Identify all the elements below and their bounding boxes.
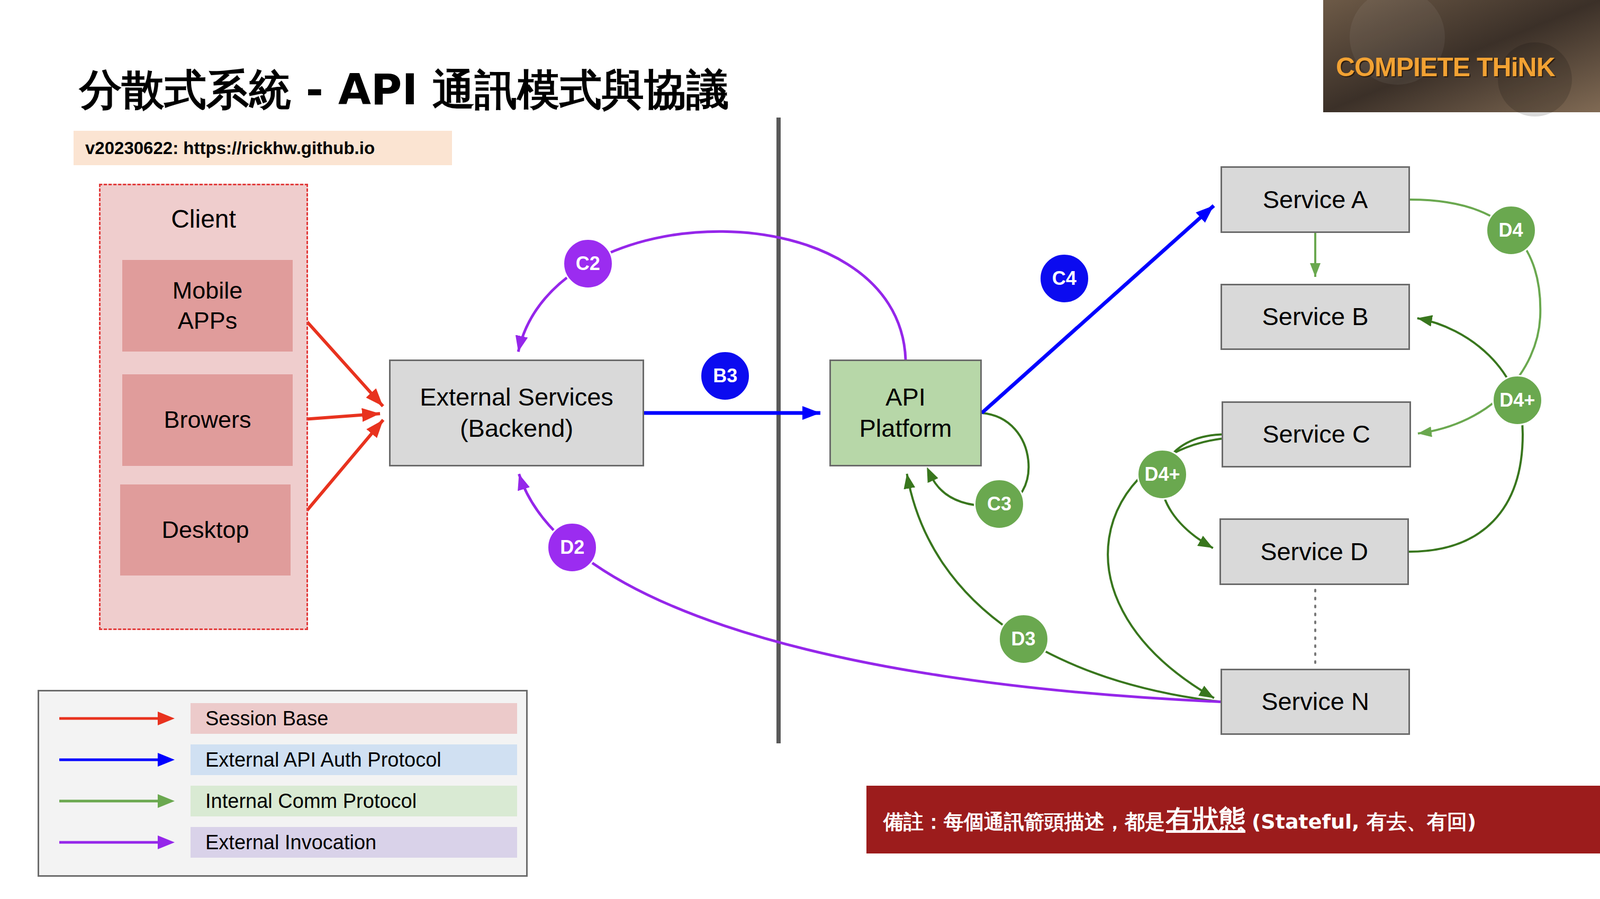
client-box: Desktop xyxy=(120,484,291,576)
connector xyxy=(644,411,821,415)
connector xyxy=(519,473,1221,702)
legend-entry: Session Base xyxy=(190,702,518,734)
callout-text: D3 xyxy=(1011,627,1036,650)
node-text: Service A xyxy=(1262,185,1369,214)
legend-sample-head xyxy=(157,793,175,808)
legend-sample xyxy=(59,799,161,803)
legend-sample-head xyxy=(157,711,175,726)
connector xyxy=(981,205,1214,413)
service-box: Service B xyxy=(1220,283,1410,350)
node-text: 備註：每個通訊箭頭描述，都是 xyxy=(883,809,1165,834)
legend-text: External Invocation xyxy=(205,830,377,854)
callout-number: B3 xyxy=(699,350,751,402)
legend-entry: Internal Comm Protocol xyxy=(190,785,518,817)
node-text: (Stateful, 有去、有回) xyxy=(1251,809,1477,834)
text-wrap: Service D xyxy=(1260,536,1369,568)
client-box: Mobile APPs xyxy=(122,259,293,352)
legend-text: Internal Comm Protocol xyxy=(205,789,417,812)
continuation-dots xyxy=(1314,589,1317,666)
connector xyxy=(1314,232,1317,277)
connector xyxy=(518,231,906,360)
node-text: Service N xyxy=(1261,686,1370,716)
callout-text: C3 xyxy=(987,492,1012,515)
legend-sample xyxy=(59,841,161,844)
node-text: Desktop xyxy=(161,516,249,544)
platform-box: API Platform xyxy=(829,359,982,467)
legend-box: Session BaseExternal API Auth ProtocolIn… xyxy=(37,689,528,877)
service-box: Service A xyxy=(1220,166,1410,233)
legend-sample xyxy=(59,758,161,762)
text-wrap: Service A xyxy=(1262,184,1369,216)
legend-text: External API Auth Protocol xyxy=(205,748,442,771)
text-wrap: External Services (Backend) xyxy=(408,381,626,445)
callout-text: C2 xyxy=(575,252,601,275)
service-box: Service N xyxy=(1220,668,1410,735)
text-wrap: Service B xyxy=(1261,301,1369,333)
callout-number: D2 xyxy=(546,521,598,573)
callout-number: C2 xyxy=(562,238,614,289)
legend-entry: External API Auth Protocol xyxy=(190,744,518,775)
node-text: Mobile APPs xyxy=(172,276,243,334)
service-box: Service D xyxy=(1219,518,1409,585)
node-text: Client xyxy=(170,204,237,233)
boundary-divider xyxy=(776,117,781,744)
callout-number: D4 xyxy=(1485,204,1537,256)
callout-text: B3 xyxy=(712,364,738,387)
node-text: API Platform xyxy=(859,382,953,442)
node-text: Service B xyxy=(1261,302,1369,331)
legend-entry: External Invocation xyxy=(190,826,518,858)
text-wrap: Service C xyxy=(1262,418,1371,450)
callout-number: D4+ xyxy=(1492,374,1543,426)
logo-watermark: COMPIETE THiNK xyxy=(1335,51,1556,83)
process-box: External Services (Backend) xyxy=(389,359,645,467)
service-box: Service C xyxy=(1221,401,1412,468)
callout-text: D4 xyxy=(1498,219,1524,242)
client-group: ClientMobile APPsBrowersDesktop xyxy=(98,183,309,630)
text-wrap: v20230622: https://rickhw.github.io xyxy=(85,137,375,159)
legend-sample xyxy=(59,717,161,720)
client-box: Browers xyxy=(122,374,293,466)
callout-text: D4+ xyxy=(1144,463,1181,486)
text-wrap: Mobile APPs xyxy=(157,275,258,336)
connector xyxy=(906,473,1221,702)
node-text: v20230622: https://rickhw.github.io xyxy=(85,138,375,158)
text-wrap: Client xyxy=(170,203,237,235)
callout-text: D4+ xyxy=(1499,389,1535,412)
text-wrap: API Platform xyxy=(850,381,962,445)
connector xyxy=(1409,199,1541,434)
callout-text: D2 xyxy=(559,536,585,559)
node-text: Browers xyxy=(163,405,251,433)
text-wrap: Desktop xyxy=(161,514,249,545)
node-text: External Services (Backend) xyxy=(419,382,614,442)
node-text: 有狀態 xyxy=(1165,803,1246,835)
text-wrap: 備註：每個通訊箭頭描述，都是有狀態(Stateful, 有去、有回) xyxy=(883,802,1477,837)
note-banner: 備註：每個通訊箭頭描述，都是有狀態(Stateful, 有去、有回) xyxy=(866,785,1600,854)
legend-text: Session Base xyxy=(205,707,329,730)
diagram-title: 分散式系統 - API 通訊模式與協議 xyxy=(79,64,729,116)
legend-sample-head xyxy=(157,752,175,767)
version-tag: v20230622: https://rickhw.github.io xyxy=(73,130,453,166)
node-text: Service C xyxy=(1262,419,1371,448)
connector xyxy=(1408,318,1523,552)
callout-text: C4 xyxy=(1052,267,1077,290)
legend-sample-head xyxy=(157,835,175,849)
callout-number: C4 xyxy=(1038,252,1090,304)
text-wrap: Service N xyxy=(1261,685,1370,718)
connector xyxy=(1107,438,1222,699)
callout-number: D3 xyxy=(998,613,1050,665)
text-wrap: Browers xyxy=(163,404,251,435)
node-text: Service D xyxy=(1260,537,1369,566)
callout-number: C3 xyxy=(973,478,1025,530)
callout-number: D4+ xyxy=(1136,448,1188,500)
